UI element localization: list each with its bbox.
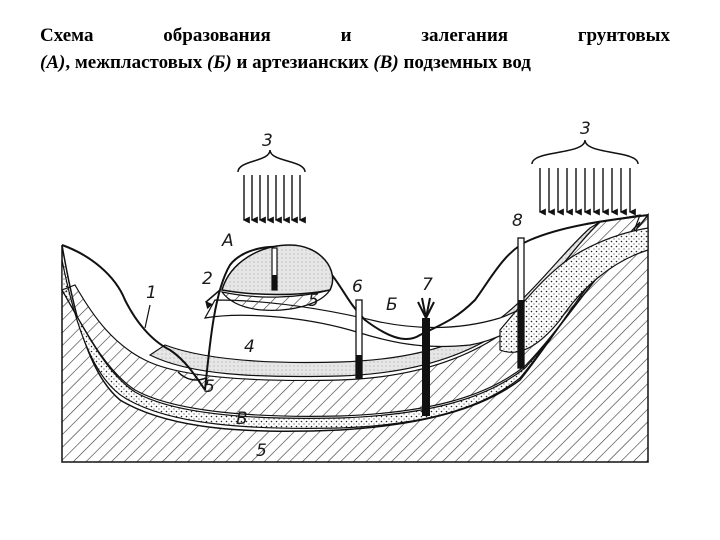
label-precip-left: 3 xyxy=(262,131,273,151)
well-6-water xyxy=(356,355,362,378)
label-precip-right: 3 xyxy=(580,119,591,139)
label-6: 6 xyxy=(352,277,363,297)
well-8-water xyxy=(518,300,524,368)
label-v: В xyxy=(236,409,248,429)
label-2: 2 xyxy=(202,269,213,289)
label-5-bottom: 5 xyxy=(256,441,267,461)
label-1: 1 xyxy=(146,283,157,303)
precipitation-left xyxy=(244,175,300,220)
label-b: Б xyxy=(386,295,398,315)
hill-well-water xyxy=(272,275,277,290)
brace-left xyxy=(238,150,305,172)
leader-1 xyxy=(145,305,150,328)
label-4: 4 xyxy=(244,337,255,357)
label-8: 8 xyxy=(512,211,523,231)
label-7: 7 xyxy=(422,275,433,295)
fountain-7 xyxy=(418,298,434,318)
brace-right xyxy=(532,140,638,164)
label-a: А xyxy=(221,231,234,251)
well-7 xyxy=(422,318,430,416)
precipitation-right xyxy=(540,168,630,212)
label-5-valley: 5 xyxy=(204,377,215,397)
label-5-hill: 5 xyxy=(308,291,319,311)
